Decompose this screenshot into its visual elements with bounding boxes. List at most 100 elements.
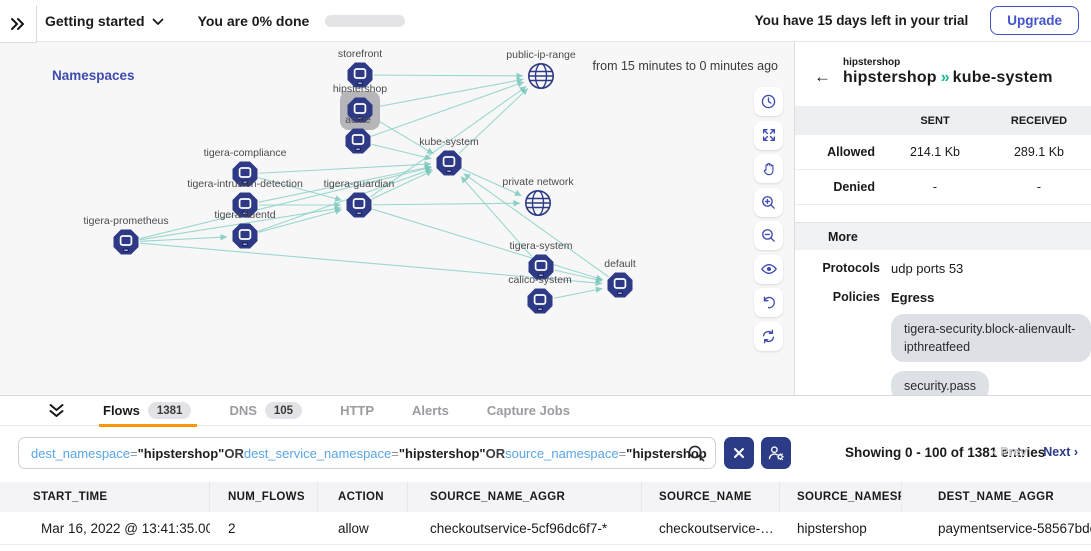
- flow-query-input[interactable]: dest_namespace = "hipstershop" OR dest_s…: [18, 437, 716, 469]
- node-label: tigera-compliance: [203, 147, 287, 159]
- query-settings-button[interactable]: [761, 437, 791, 469]
- expand-sidebar-button[interactable]: [0, 5, 37, 43]
- namespace-icon[interactable]: [112, 228, 140, 256]
- clear-query-button[interactable]: [724, 437, 754, 469]
- upgrade-button[interactable]: Upgrade: [990, 6, 1079, 35]
- policy-pill[interactable]: tigera-security.block-alienvault-ipthrea…: [891, 314, 1091, 363]
- cell-start_time: Mar 16, 2022 @ 13:41:35.000: [0, 521, 210, 536]
- top-bar: Getting started You are 0% done You have…: [0, 0, 1091, 42]
- details-title-dest: kube-system: [952, 69, 1053, 86]
- details-title: hipstershop»kube-system: [843, 69, 1053, 87]
- pan-button[interactable]: [754, 154, 783, 183]
- prev-page-button[interactable]: ‹ Prev: [992, 445, 1028, 459]
- graph-edge: [139, 242, 603, 287]
- graph-edge: [371, 116, 434, 155]
- policies-row: Policies Egress tigera-security.block-al…: [795, 290, 1091, 395]
- query-token-field: source_namespace: [505, 445, 619, 461]
- tab-label: HTTP: [340, 403, 375, 418]
- graph-edge: [370, 85, 527, 198]
- tab-http[interactable]: HTTP: [340, 396, 374, 426]
- namespace-icon[interactable]: [526, 287, 554, 315]
- query-token-kw: OR: [485, 445, 506, 461]
- selection-details-panel: hipstershop ← hipstershop»kube-system SE…: [795, 42, 1091, 395]
- search-icon: [687, 444, 706, 468]
- graph-edge: [258, 161, 432, 174]
- namespace-icon[interactable]: [435, 149, 463, 177]
- zoom-in-icon: [760, 194, 777, 211]
- column-header-start_time[interactable]: START_TIME: [0, 482, 210, 512]
- policies-direction-label: Egress: [891, 290, 935, 305]
- zoom-in-button[interactable]: [754, 187, 783, 217]
- tab-alerts[interactable]: Alerts: [412, 396, 449, 426]
- pan-icon: [761, 161, 777, 177]
- stats-header-row: SENT RECEIVED: [795, 106, 1091, 135]
- denied-label: Denied: [833, 180, 875, 194]
- namespace-icon[interactable]: [606, 271, 634, 299]
- refresh-button[interactable]: [754, 321, 783, 351]
- namespace-icon[interactable]: [344, 127, 372, 155]
- graph-edge: [258, 164, 432, 203]
- graph-edge: [371, 81, 525, 137]
- protocols-label: Protocols: [822, 261, 880, 275]
- getting-started-menu[interactable]: Getting started: [45, 13, 164, 29]
- node-label: tigera-prometheus: [83, 215, 169, 227]
- column-header-source_name_aggr[interactable]: SOURCE_NAME_AGGR: [408, 482, 642, 512]
- allowed-received-value: 289.1 Kb: [1013, 145, 1065, 159]
- query-token-field: dest_namespace: [31, 445, 131, 461]
- graph-edges: [139, 72, 609, 299]
- node-label: acme: [345, 114, 371, 126]
- zoom-out-icon: [760, 227, 777, 244]
- flows-search-row: dest_namespace = "hipstershop" OR dest_s…: [0, 426, 1091, 482]
- graph-edge: [553, 286, 603, 299]
- eye-icon: [760, 260, 778, 278]
- received-column-header: RECEIVED: [1010, 114, 1068, 127]
- tab-capture-jobs[interactable]: Capture Jobs: [487, 396, 570, 426]
- collapse-panel-button[interactable]: [48, 403, 65, 418]
- globe-icon[interactable]: [526, 61, 556, 91]
- namespace-icon[interactable]: [527, 253, 555, 281]
- column-header-source_namespace[interactable]: SOURCE_NAMESPACE: [780, 482, 902, 512]
- allowed-sent-value: 214.1 Kb: [909, 145, 961, 159]
- tab-label: Alerts: [412, 403, 449, 418]
- double-chevron-down-icon: [49, 404, 64, 417]
- column-header-dest_name_aggr[interactable]: DEST_NAME_AGGR: [938, 491, 1055, 503]
- node-label: calico-system: [508, 274, 572, 286]
- column-header-source_name[interactable]: SOURCE_NAME: [642, 482, 780, 512]
- cell-source_name: checkoutservice-…: [659, 520, 774, 536]
- namespace-icon[interactable]: [346, 61, 374, 89]
- namespace-icon[interactable]: [231, 160, 259, 188]
- node-label: tigera-guardian: [323, 178, 395, 190]
- node-label: tigera-system: [509, 240, 573, 252]
- eye-button[interactable]: [754, 254, 783, 284]
- graph-edge: [458, 87, 529, 154]
- next-page-button[interactable]: Next ›: [1043, 445, 1078, 459]
- graph-edge: [463, 173, 609, 278]
- undo-button[interactable]: [754, 288, 783, 317]
- graph-edge: [258, 208, 342, 233]
- namespace-icon[interactable]: [231, 222, 259, 250]
- clock-button[interactable]: [754, 87, 783, 116]
- graph-edge: [139, 165, 432, 240]
- policy-pill[interactable]: security.pass: [891, 371, 990, 395]
- column-header-num_flows[interactable]: NUM_FLOWS: [210, 482, 318, 512]
- graph-edge: [372, 208, 603, 281]
- chevron-down-icon: [152, 13, 164, 29]
- node-label: default: [604, 258, 636, 270]
- graph-edge: [139, 233, 228, 242]
- namespace-icon[interactable]: [231, 191, 259, 219]
- namespace-icon[interactable]: [345, 191, 373, 219]
- fit-button[interactable]: [754, 120, 783, 150]
- namespace-icon[interactable]: [346, 96, 374, 124]
- double-chevron-right-icon: [11, 17, 24, 30]
- zoom-out-button[interactable]: [754, 221, 783, 250]
- node-label: kube-system: [419, 136, 479, 148]
- globe-icon[interactable]: [523, 188, 553, 218]
- back-button[interactable]: ←: [814, 67, 831, 86]
- column-header-action[interactable]: ACTION: [318, 482, 408, 512]
- clock-icon: [760, 93, 777, 110]
- node-label: private network: [502, 176, 574, 188]
